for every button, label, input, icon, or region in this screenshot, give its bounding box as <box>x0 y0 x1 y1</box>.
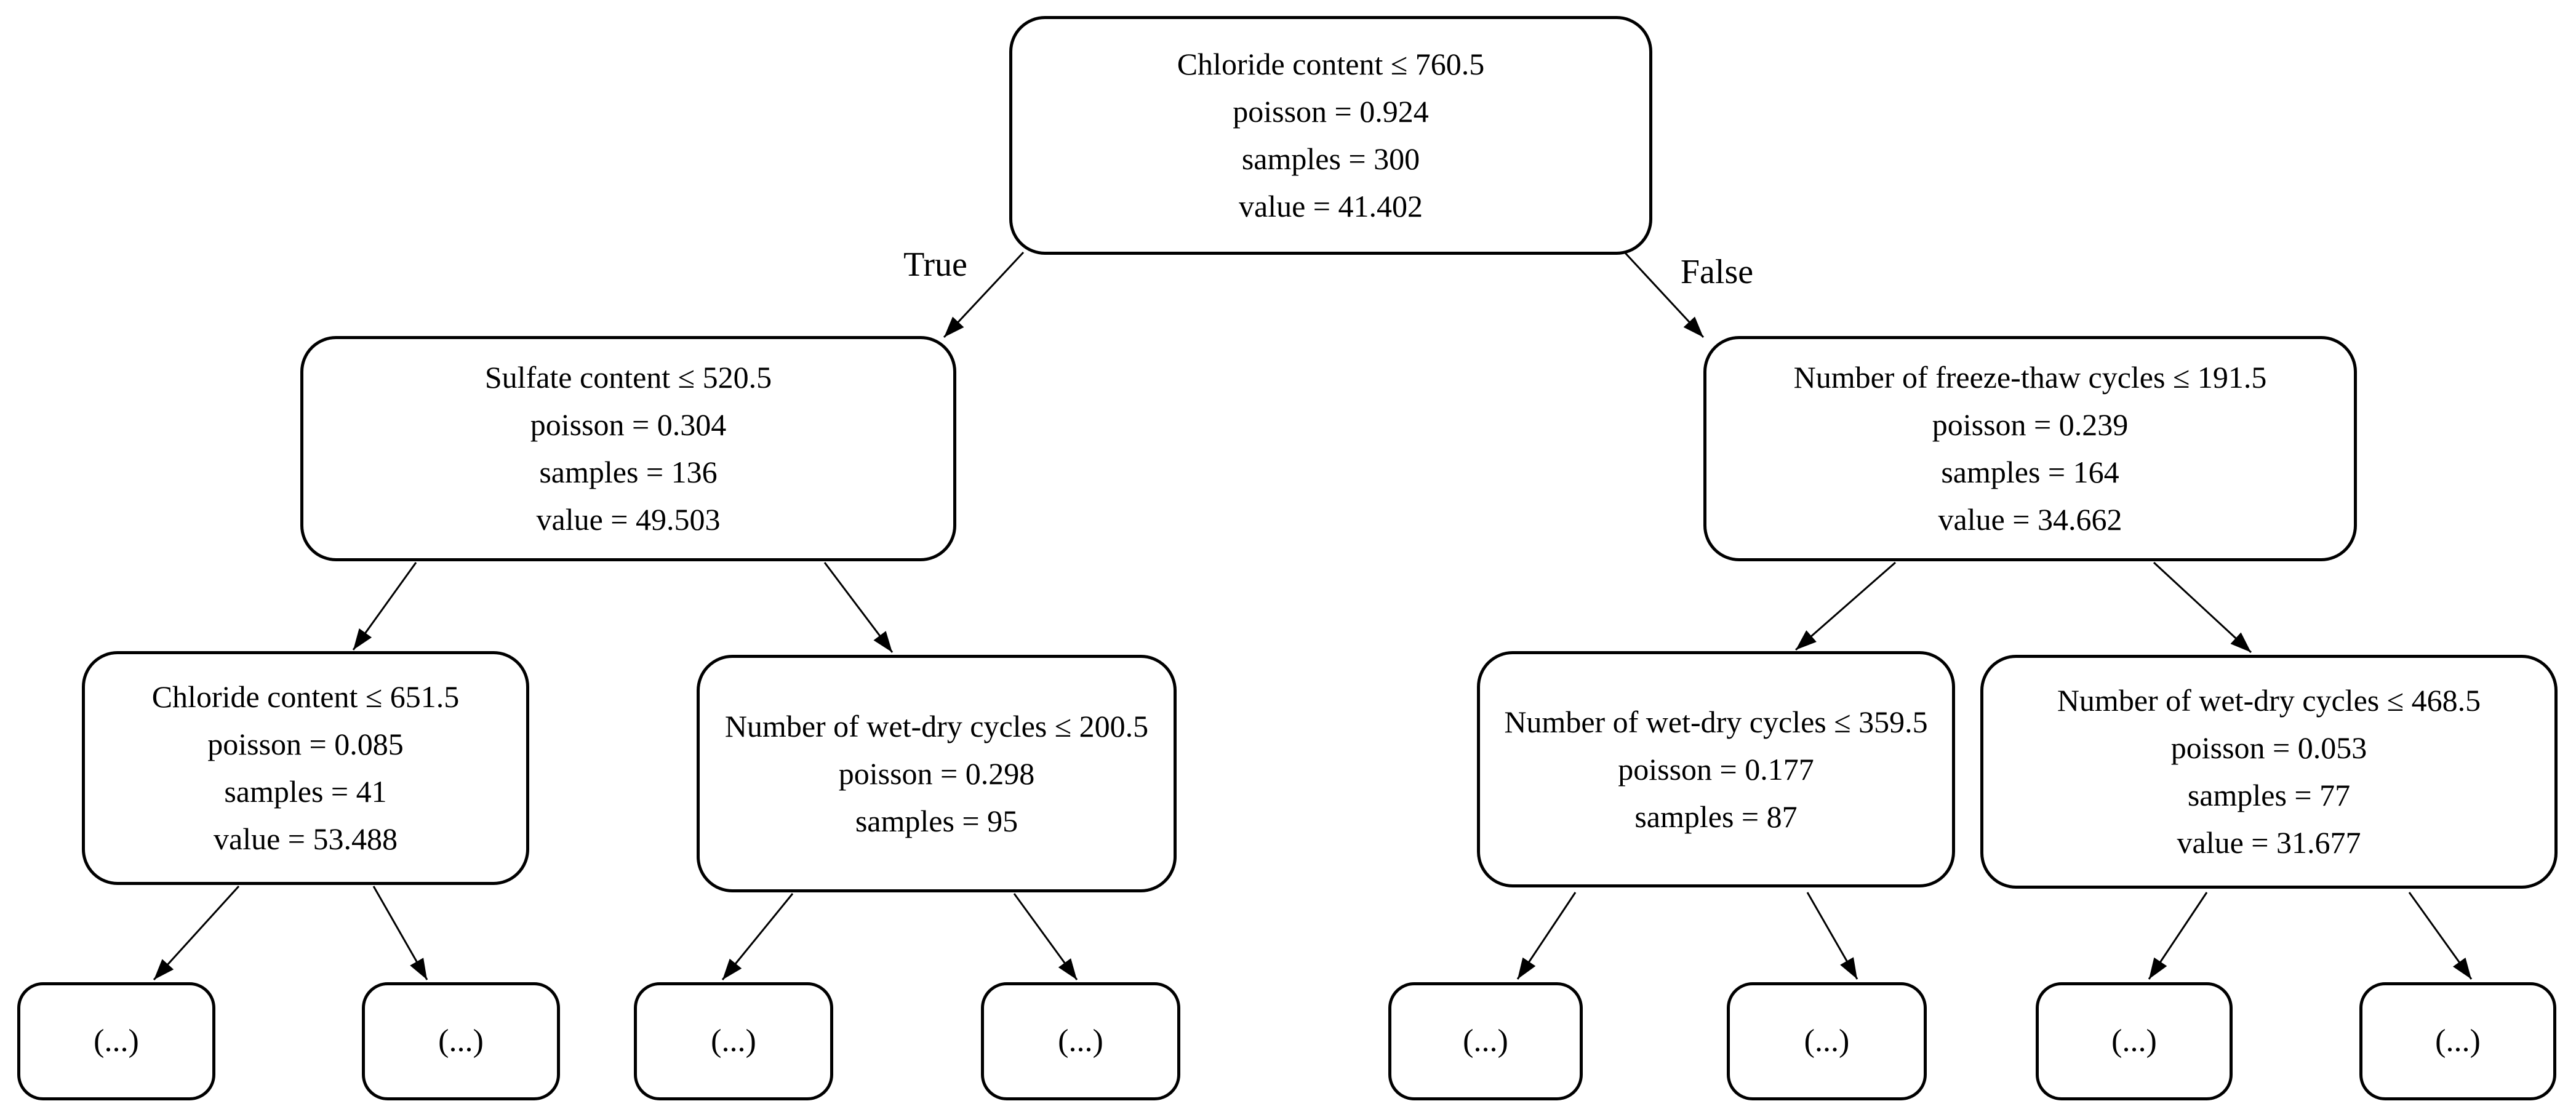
leaf-node-3: (...) <box>634 982 833 1100</box>
node-samples: samples = 41 <box>224 774 387 809</box>
edge-rightleft-to-leaf5 <box>1516 892 1577 980</box>
edge-leftleft-to-leaf1 <box>153 885 240 981</box>
leaf-node-1: (...) <box>17 982 215 1100</box>
leaf-node-6: (...) <box>1727 982 1927 1100</box>
node-poisson: poisson = 0.053 <box>2170 731 2367 765</box>
leaf-ellipsis: (...) <box>1058 1023 1103 1059</box>
edge-leftright-to-leaf3 <box>721 893 794 980</box>
leaf-ellipsis: (...) <box>94 1023 139 1059</box>
leaf-ellipsis: (...) <box>1463 1023 1508 1059</box>
leaf-node-5: (...) <box>1388 982 1583 1100</box>
edge-rightright-to-leaf8 <box>2408 892 2473 980</box>
node-condition: Number of wet-dry cycles ≤ 468.5 <box>2057 683 2481 718</box>
leaf-node-7: (...) <box>2036 982 2233 1100</box>
leaf-ellipsis: (...) <box>711 1023 756 1059</box>
node-value: value = 31.677 <box>2177 825 2361 860</box>
leaf-node-2: (...) <box>362 982 560 1100</box>
node-condition: Chloride content ≤ 760.5 <box>1177 47 1485 81</box>
leaf-ellipsis: (...) <box>438 1023 484 1059</box>
node-poisson: poisson = 0.239 <box>1932 407 2129 442</box>
node-poisson: poisson = 0.298 <box>838 756 1035 791</box>
node-value: value = 34.662 <box>1938 502 2122 537</box>
node-condition: Number of wet-dry cycles ≤ 200.5 <box>724 708 1149 743</box>
leaf-ellipsis: (...) <box>2435 1023 2481 1059</box>
node-samples: samples = 77 <box>2187 778 2351 812</box>
edge-left-to-leftright <box>823 562 894 653</box>
leaf-node-8: (...) <box>2359 982 2556 1100</box>
node-value: value = 49.503 <box>536 502 721 537</box>
tree-node-wetdry-468: Number of wet-dry cycles ≤ 468.5 poisson… <box>1980 655 2558 889</box>
node-poisson: poisson = 0.085 <box>207 727 404 761</box>
edge-leftright-to-leaf4 <box>1013 893 1078 980</box>
edge-rightright-to-leaf7 <box>2148 892 2208 980</box>
edge-right-to-rightleft <box>1795 561 1896 651</box>
node-samples: samples = 300 <box>1241 142 1420 176</box>
edge-leftleft-to-leaf2 <box>372 886 428 980</box>
tree-node-chloride-651: Chloride content ≤ 651.5 poisson = 0.085… <box>82 651 529 885</box>
node-poisson: poisson = 0.304 <box>530 407 727 442</box>
node-samples: samples = 87 <box>1634 799 1798 834</box>
node-value: value = 53.488 <box>214 822 398 856</box>
node-value: value = 41.402 <box>1239 189 1423 223</box>
tree-node-sulfate-split: Sulfate content ≤ 520.5 poisson = 0.304 … <box>300 336 956 561</box>
leaf-node-4: (...) <box>981 982 1180 1100</box>
tree-node-wetdry-200: Number of wet-dry cycles ≤ 200.5 poisson… <box>697 655 1177 892</box>
node-samples: samples = 95 <box>855 803 1018 838</box>
leaf-ellipsis: (...) <box>2111 1023 2157 1059</box>
edge-left-to-leftleft <box>352 562 417 651</box>
node-condition: Chloride content ≤ 651.5 <box>151 679 460 714</box>
node-samples: samples = 136 <box>539 455 718 489</box>
edge-label-true: True <box>903 246 967 284</box>
tree-node-root: Chloride content ≤ 760.5 poisson = 0.924… <box>1009 16 1652 255</box>
node-samples: samples = 164 <box>1941 455 2119 489</box>
edge-rightleft-to-leaf6 <box>1806 892 1858 980</box>
node-condition: Number of freeze-thaw cycles ≤ 191.5 <box>1793 360 2267 394</box>
edge-right-to-rightright <box>2153 561 2252 654</box>
tree-node-wetdry-359: Number of wet-dry cycles ≤ 359.5 poisson… <box>1477 651 1955 887</box>
leaf-ellipsis: (...) <box>1804 1023 1850 1059</box>
node-poisson: poisson = 0.177 <box>1618 751 1814 787</box>
node-condition: Number of wet-dry cycles ≤ 359.5 <box>1504 704 1928 739</box>
node-condition: Sulfate content ≤ 520.5 <box>484 360 772 394</box>
tree-node-freeze-thaw-split: Number of freeze-thaw cycles ≤ 191.5 poi… <box>1703 336 2357 561</box>
edge-label-false: False <box>1680 253 1754 291</box>
node-poisson: poisson = 0.924 <box>1233 94 1429 129</box>
